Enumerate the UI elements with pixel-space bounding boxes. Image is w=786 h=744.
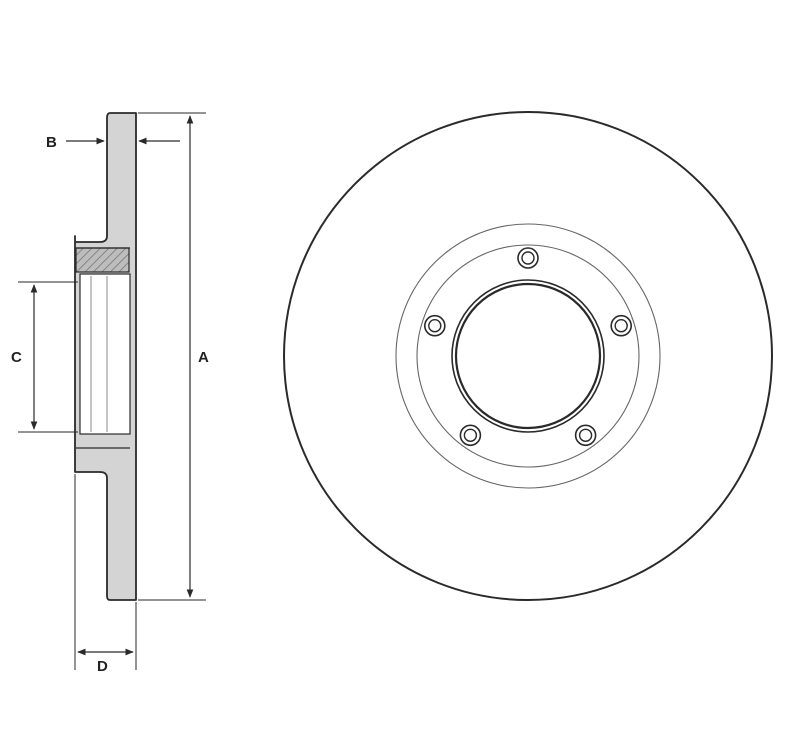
bolt-hole-bore bbox=[521, 251, 535, 265]
hat-inner-ring bbox=[416, 244, 640, 468]
bolt-hole-bore bbox=[614, 319, 628, 333]
dim-c-label: C bbox=[11, 349, 22, 366]
side-section-view: A B C D bbox=[11, 112, 209, 675]
hat-outer-ring bbox=[395, 223, 661, 489]
bolt-hole-bore bbox=[578, 428, 593, 442]
hub-bore bbox=[79, 273, 131, 435]
bolt-hole-group bbox=[423, 247, 633, 447]
dim-b-label: B bbox=[46, 134, 57, 151]
center-bore bbox=[454, 282, 602, 430]
dim-d-label: D bbox=[97, 658, 108, 675]
hatched-section bbox=[75, 247, 130, 273]
bore-outer-ring bbox=[451, 279, 605, 433]
dim-a-label: A bbox=[198, 349, 209, 366]
front-view bbox=[283, 111, 773, 601]
bolt-hole-bore bbox=[428, 319, 442, 333]
bolt-hole-bore bbox=[463, 428, 478, 442]
